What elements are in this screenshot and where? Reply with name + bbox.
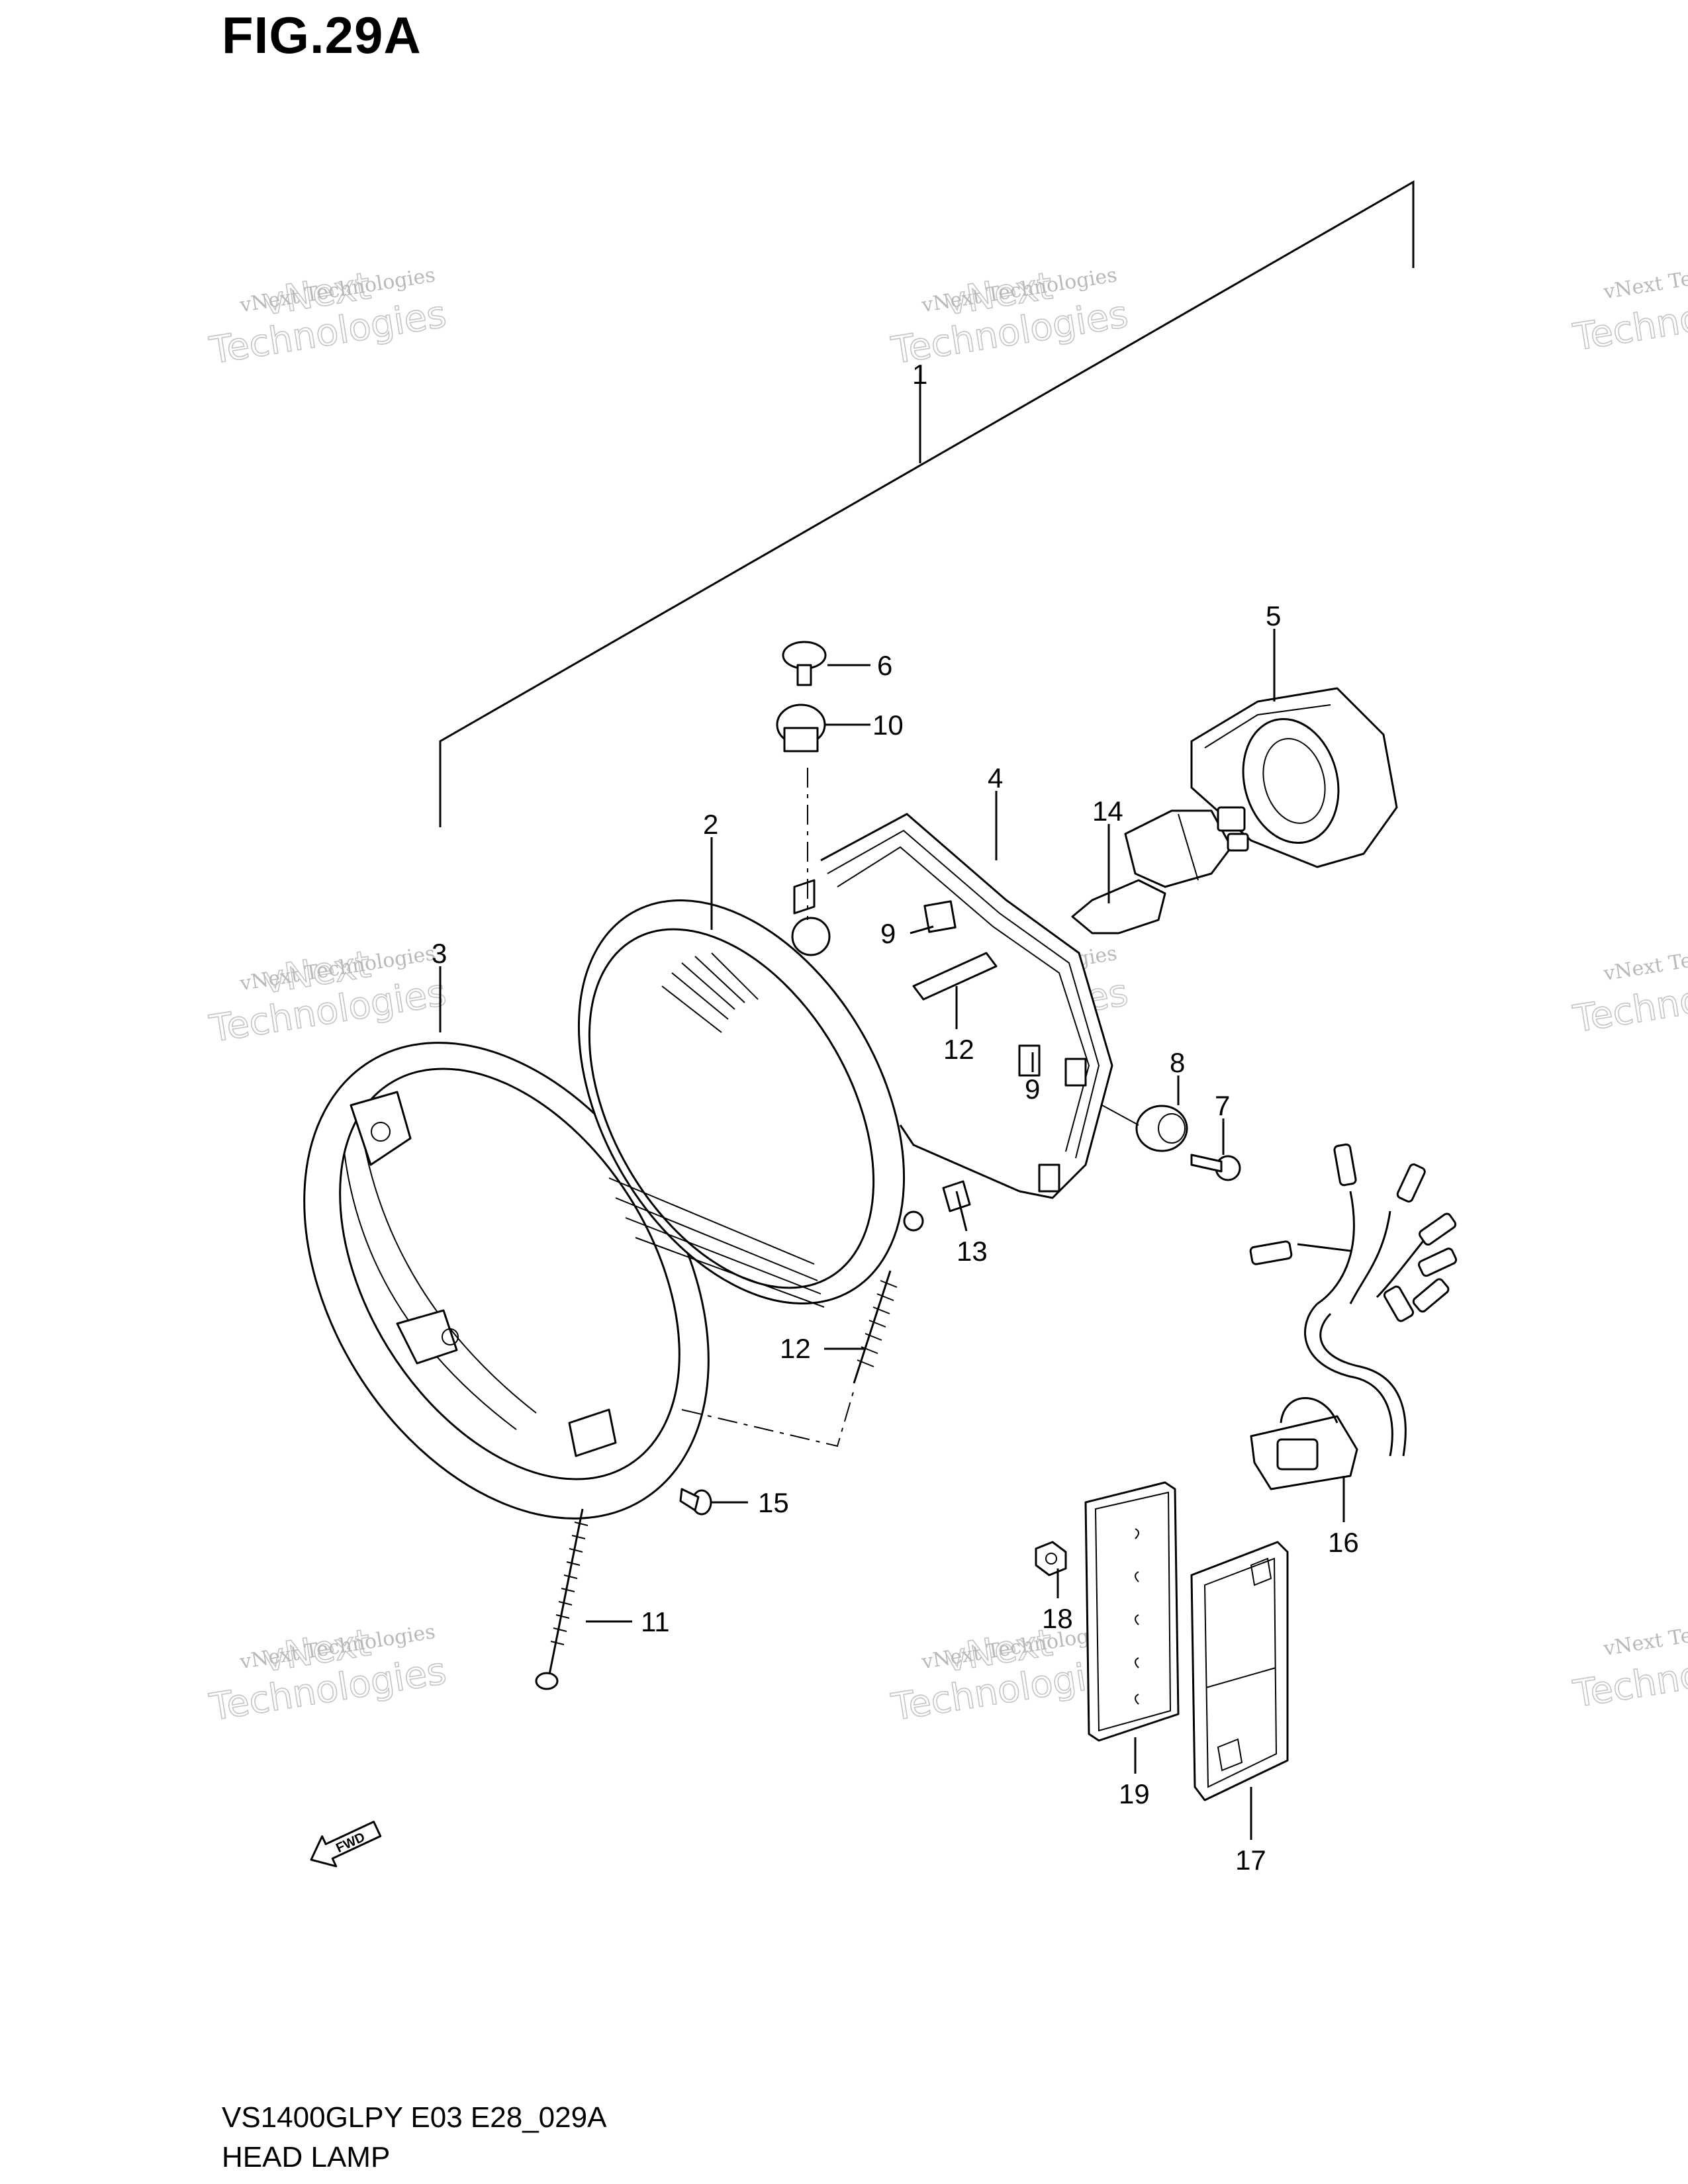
headlamp-unit xyxy=(577,899,924,1308)
callout-2: 2 xyxy=(703,809,718,840)
callout-4: 4 xyxy=(988,762,1003,794)
leader-lines xyxy=(439,629,1345,1840)
reflector-17 xyxy=(1190,1541,1289,1801)
bulb xyxy=(1071,806,1249,934)
screw-6 xyxy=(782,641,827,686)
callout-5: 5 xyxy=(1266,600,1281,631)
callout-9-lower: 9 xyxy=(1025,1073,1040,1105)
forward-arrow-icon: FWD xyxy=(310,1821,382,1868)
callout-14: 14 xyxy=(1092,796,1123,827)
callout-8: 8 xyxy=(1170,1047,1185,1078)
nut-18 xyxy=(1035,1541,1067,1576)
clip-13 xyxy=(942,1180,971,1212)
callout-19: 19 xyxy=(1119,1778,1150,1809)
callout-15: 15 xyxy=(758,1487,789,1518)
model-code: VS1400GLPY E03 E28_029A xyxy=(222,2101,607,2134)
housing-bracket xyxy=(793,813,1113,1199)
watermark-text: vNext Technologies xyxy=(1601,932,1688,985)
callout-3: 3 xyxy=(432,938,447,969)
callout-12-lower: 12 xyxy=(780,1333,811,1364)
callout-9-upper: 9 xyxy=(880,918,896,949)
assembly-bracket-1 xyxy=(439,180,1415,827)
cushion-8 xyxy=(1135,1105,1188,1152)
section-name: HEAD LAMP xyxy=(222,2141,391,2173)
callout-16: 16 xyxy=(1328,1527,1359,1558)
callout-11: 11 xyxy=(641,1606,670,1637)
headlamp-rim xyxy=(303,1042,710,1520)
callout-1: 1 xyxy=(912,359,927,390)
grommet-10 xyxy=(776,704,826,752)
callout-7: 7 xyxy=(1215,1090,1230,1121)
watermark-text: vNext Technologies xyxy=(1601,1607,1688,1661)
wiring-harness-16 xyxy=(1249,1143,1458,1490)
callout-18: 18 xyxy=(1042,1603,1073,1634)
spring-12 xyxy=(853,1270,898,1384)
callouts: 1 2 3 4 5 6 7 8 9 9 10 11 12 12 13 14 15… xyxy=(432,359,1359,1876)
watermark-text: vNext Technologies xyxy=(1601,250,1688,304)
screw-15 xyxy=(679,1488,712,1516)
bolt-7 xyxy=(1190,1154,1241,1181)
guide-line xyxy=(1102,1105,1139,1126)
callout-13: 13 xyxy=(957,1236,988,1267)
reflector-base-19 xyxy=(1084,1481,1180,1742)
callout-12-upper: 12 xyxy=(943,1034,974,1065)
guide-line xyxy=(681,1389,855,1447)
adjusting-screw-11 xyxy=(535,1508,588,1690)
callout-10: 10 xyxy=(872,709,904,741)
callout-17: 17 xyxy=(1235,1844,1266,1876)
figure-title: FIG.29A xyxy=(222,6,422,64)
callout-6: 6 xyxy=(877,650,892,681)
